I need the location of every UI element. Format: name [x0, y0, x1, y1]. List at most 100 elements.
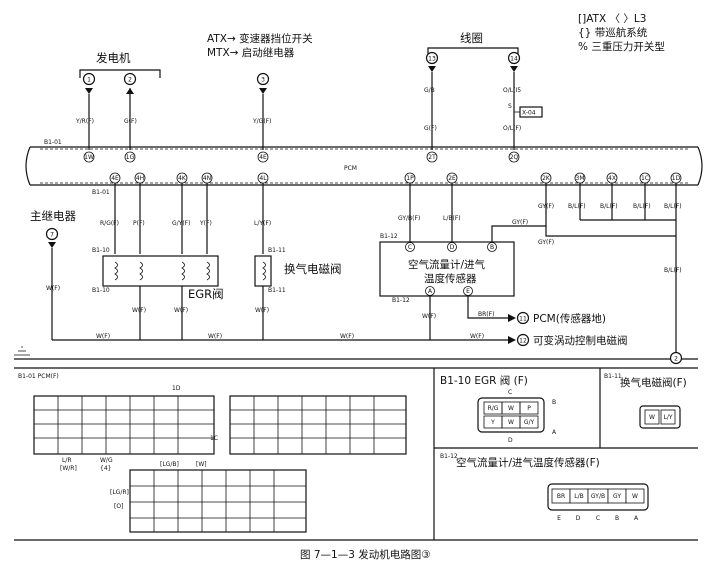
svg-text:[LG/R]: [LG/R]	[110, 489, 129, 496]
svg-text:G(F): G(F)	[124, 118, 137, 125]
svg-text:[O]: [O]	[114, 503, 123, 510]
svg-text:GY(F): GY(F)	[538, 203, 554, 210]
svg-text:GY/B: GY/B	[591, 493, 605, 500]
node-7	[45, 227, 59, 241]
purge-connector-title: 换气电磁阀(F)	[620, 376, 687, 389]
svg-text:1D: 1D	[172, 385, 181, 392]
svg-text:[LG/B]: [LG/B]	[160, 461, 179, 468]
node-11	[516, 311, 530, 325]
svg-text:14: 14	[510, 56, 518, 63]
svg-text:O/L(F): O/L(F)	[503, 125, 521, 132]
egr-connector	[477, 397, 545, 433]
svg-text:GY: GY	[613, 493, 621, 500]
variable-swirl-label: 可变涡动控制电磁阀	[533, 334, 628, 347]
svg-text:GY(F): GY(F)	[538, 239, 554, 246]
node-3	[256, 72, 270, 86]
svg-text:[W]: [W]	[196, 461, 207, 468]
svg-text:7: 7	[50, 232, 54, 239]
svg-text:W: W	[649, 414, 655, 421]
alternator-bracket	[79, 69, 161, 78]
arrow-down-1	[85, 88, 93, 94]
legend-pressure: % 三重压力开关型	[578, 40, 665, 53]
airflow-label-1: 空气流量计/进气	[408, 258, 486, 271]
svg-text:4E: 4E	[259, 154, 267, 161]
pcm-bar	[25, 146, 703, 186]
svg-text:4X: 4X	[608, 175, 616, 182]
svg-text:W(F): W(F)	[255, 307, 269, 314]
svg-text:2T: 2T	[428, 154, 436, 161]
svg-text:B: B	[552, 399, 556, 406]
svg-text:Y(F): Y(F)	[199, 220, 212, 227]
svg-text:L/B(F): L/B(F)	[443, 215, 461, 222]
svg-text:W: W	[508, 419, 514, 426]
pcm-connector-b	[229, 395, 407, 455]
svg-text:12: 12	[519, 338, 527, 345]
alternator-label: 发电机	[96, 51, 131, 65]
svg-text:L/B: L/B	[574, 493, 583, 500]
svg-text:W(F): W(F)	[422, 313, 436, 320]
svg-text:W/G: W/G	[100, 457, 113, 464]
svg-text:R/G(F): R/G(F)	[100, 220, 119, 227]
atx-label: ATX→ 变速器挡位开关	[207, 32, 313, 45]
svg-text:1W: 1W	[84, 154, 94, 161]
svg-text:B/L(F): B/L(F)	[664, 203, 682, 210]
node-2-ground	[669, 351, 683, 365]
svg-text:B1-11: B1-11	[268, 247, 286, 254]
svg-text:A: A	[552, 429, 557, 436]
svg-text:2K: 2K	[542, 175, 551, 182]
mtx-label: MTX→ 启动继电器	[207, 46, 295, 59]
svg-text:B1-12: B1-12	[392, 297, 410, 304]
svg-text:BR(F): BR(F)	[478, 311, 494, 318]
svg-text:B/L(F): B/L(F)	[568, 203, 586, 210]
svg-text:1G: 1G	[126, 154, 135, 161]
svg-text:W(F): W(F)	[132, 307, 146, 314]
svg-text:W(F): W(F)	[96, 333, 110, 340]
main-relay-label: 主继电器	[30, 209, 76, 223]
egr-label: EGR阀	[188, 287, 224, 301]
svg-text:1C: 1C	[641, 175, 649, 182]
svg-text:Y: Y	[490, 419, 495, 426]
node-13	[425, 51, 439, 65]
svg-text:G/Y(F): G/Y(F)	[172, 220, 190, 227]
svg-text:G(F): G(F)	[424, 125, 437, 132]
svg-text:2: 2	[674, 356, 678, 363]
svg-text:B1-01: B1-01	[92, 189, 110, 196]
svg-text:BR: BR	[557, 493, 565, 500]
pcm-label: PCM	[344, 165, 357, 172]
pcm-connector-title: B1-01 PCM(F)	[18, 373, 59, 380]
svg-text:W(F): W(F)	[340, 333, 354, 340]
svg-text:W(F): W(F)	[174, 307, 188, 314]
svg-text:B1-01: B1-01	[44, 139, 62, 146]
svg-text:Y/G(F): Y/G(F)	[252, 118, 271, 125]
svg-text:13: 13	[428, 56, 436, 63]
node-1	[82, 72, 96, 86]
svg-text:G/B: G/B	[424, 87, 435, 94]
svg-text:2: 2	[128, 77, 132, 84]
svg-text:4N: 4N	[203, 175, 211, 182]
afm-connector-code: B1-12	[440, 453, 458, 460]
pcm-connector-c	[129, 469, 307, 533]
svg-text:D: D	[450, 244, 455, 251]
purge-connector-code: B1-11	[604, 373, 622, 380]
x04-box	[519, 106, 543, 118]
egr-connector-title: B1-10 EGR 阀 (F)	[440, 374, 528, 387]
svg-text:E: E	[466, 288, 470, 295]
svg-text:11: 11	[519, 316, 527, 323]
svg-text:3M: 3M	[576, 175, 585, 182]
svg-text:C: C	[508, 389, 512, 396]
svg-text:X-04: X-04	[522, 110, 536, 117]
svg-text:B/L(F): B/L(F)	[664, 267, 682, 274]
airflow-label-2: 温度传感器	[424, 272, 477, 285]
coil-label: 线圈	[460, 31, 483, 45]
svg-text:A: A	[634, 515, 639, 522]
svg-text:2E: 2E	[448, 175, 456, 182]
node-12	[516, 333, 530, 347]
svg-text:1: 1	[87, 77, 91, 84]
svg-text:1C: 1C	[210, 435, 218, 442]
svg-text:W: W	[632, 493, 638, 500]
svg-text:W(F): W(F)	[208, 333, 222, 340]
svg-text:A: A	[428, 288, 433, 295]
svg-text:G/Y: G/Y	[524, 419, 535, 426]
purge-solenoid-box	[254, 255, 272, 287]
